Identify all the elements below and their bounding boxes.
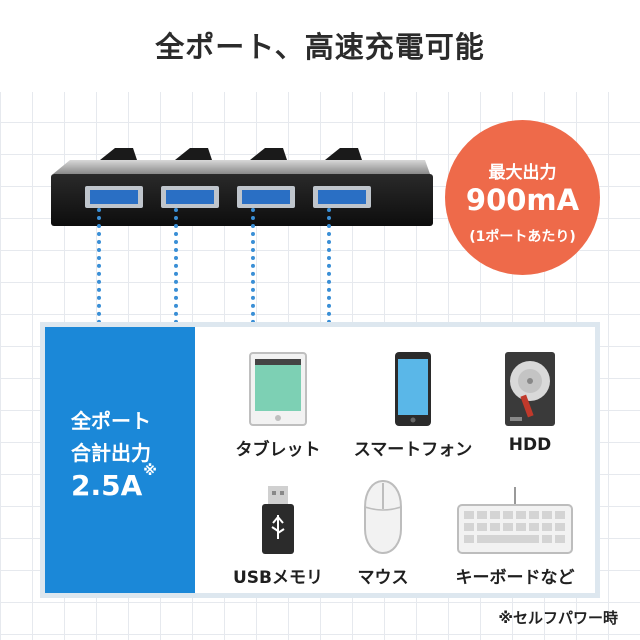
mouse-icon: [364, 479, 402, 555]
cable-line: [251, 208, 255, 324]
device-label: USBメモリ: [232, 568, 323, 588]
total-line2: 合計出力: [71, 441, 151, 465]
device-label: タブレット: [235, 440, 321, 460]
max-output-badge: 最大出力 900mA (1ポートあたり): [445, 120, 600, 275]
hdd-icon: [505, 352, 555, 426]
device-label: マウス: [357, 568, 409, 588]
badge-note: (1ポートあたり): [469, 229, 576, 245]
devices-panel: 全ポート 合計出力 2.5A※ タブレット スマートフォン: [40, 322, 600, 598]
total-value-text: 2.5A: [71, 469, 143, 502]
total-value: 2.5A※: [71, 463, 157, 502]
footnote: ※セルフパワー時: [498, 609, 618, 627]
device-label: スマートフォン: [353, 440, 473, 460]
device-mouse: マウス: [338, 477, 428, 588]
device-smartphone: スマートフォン: [338, 349, 488, 460]
total-line1: 全ポート: [71, 409, 151, 433]
cable-line: [174, 208, 178, 324]
tablet-icon: [249, 352, 307, 426]
badge-value: 900mA: [465, 183, 580, 217]
total-mark: ※: [143, 462, 157, 479]
device-label: キーボードなど: [455, 568, 575, 588]
total-output-block: 全ポート 合計出力 2.5A※: [45, 327, 195, 593]
title-band: [0, 0, 640, 92]
device-tablet: タブレット: [208, 349, 348, 460]
device-label: HDD: [508, 435, 552, 455]
smartphone-icon: [395, 352, 431, 426]
keyboard-icon: [457, 487, 573, 554]
usb-hub-image: [45, 130, 435, 230]
device-hdd: HDD: [490, 349, 570, 455]
cable-line: [97, 208, 101, 324]
cable-line: [327, 208, 331, 324]
device-usb-memory: USBメモリ: [208, 477, 348, 588]
usb-memory-icon: [262, 486, 294, 554]
badge-line1: 最大出力: [488, 163, 557, 183]
device-keyboard: キーボードなど: [440, 477, 590, 588]
page-title: 全ポート、高速充電可能: [155, 30, 485, 64]
